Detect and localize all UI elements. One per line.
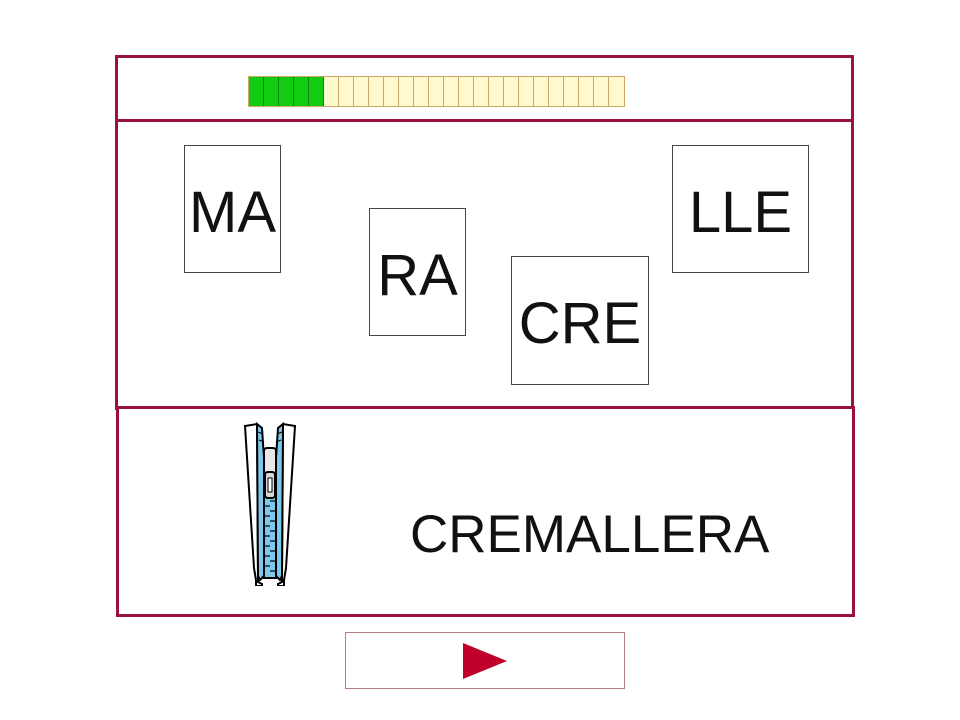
progress-cell-pending	[354, 77, 369, 106]
next-button[interactable]	[345, 632, 625, 689]
progress-cell-pending	[414, 77, 429, 106]
progress-cell-pending	[399, 77, 414, 106]
progress-cell-pending	[339, 77, 354, 106]
progress-cell-pending	[549, 77, 564, 106]
progress-cell-pending	[444, 77, 459, 106]
progress-cell-pending	[489, 77, 504, 106]
progress-cell-complete	[249, 77, 264, 106]
progress-cell-complete	[294, 77, 309, 106]
progress-cell-pending	[324, 77, 339, 106]
syllable-card-label: CRE	[518, 291, 642, 356]
progress-cell-pending	[594, 77, 609, 106]
progress-cell-complete	[264, 77, 279, 106]
syllable-card-ra[interactable]: RA	[369, 208, 466, 336]
syllable-card-lle[interactable]: LLE	[672, 145, 809, 273]
progress-cell-pending	[504, 77, 519, 106]
syllable-card-label: LLE	[688, 180, 793, 245]
progress-cell-pending	[534, 77, 549, 106]
syllable-card-label: RA	[377, 243, 458, 308]
target-word: CREMALLERA	[410, 505, 770, 564]
word-panel	[116, 406, 855, 617]
progress-cell-complete	[279, 77, 294, 106]
syllable-card-ma[interactable]: MA	[184, 145, 281, 273]
progress-bar	[248, 76, 625, 107]
play-arrow-icon	[463, 642, 507, 679]
progress-cell-complete	[309, 77, 324, 106]
syllable-card-label: MA	[189, 180, 276, 245]
progress-cell-pending	[519, 77, 534, 106]
progress-cell-pending	[369, 77, 384, 106]
progress-cell-pending	[474, 77, 489, 106]
zipper-icon	[243, 421, 297, 586]
progress-cell-pending	[564, 77, 579, 106]
progress-cell-pending	[609, 77, 624, 106]
progress-cell-pending	[384, 77, 399, 106]
syllable-card-cre[interactable]: CRE	[511, 256, 649, 385]
progress-cell-pending	[579, 77, 594, 106]
progress-cell-pending	[459, 77, 474, 106]
progress-cell-pending	[429, 77, 444, 106]
